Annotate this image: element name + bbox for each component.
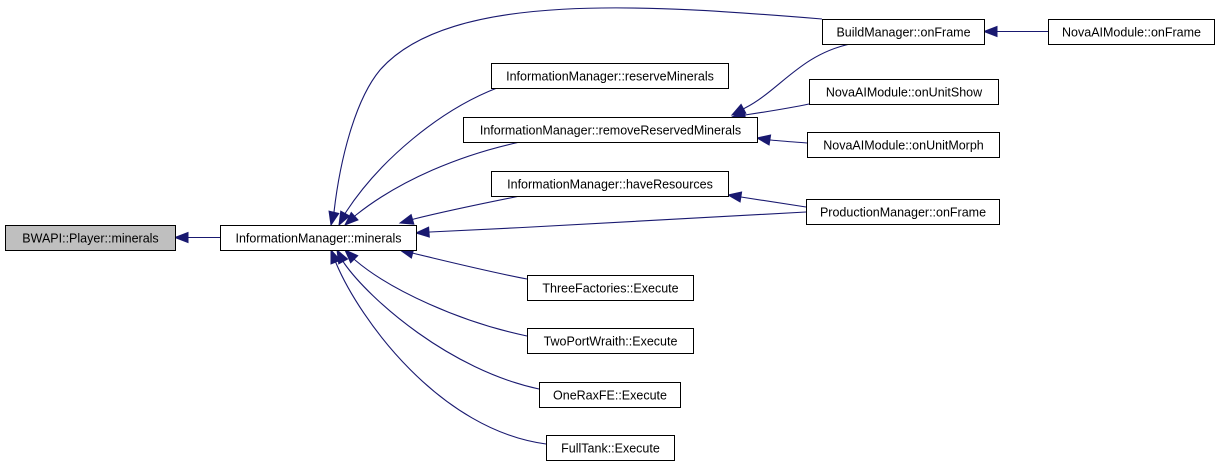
edge-im_have-to-im_minerals	[398, 195, 521, 225]
edge-line	[354, 259, 528, 337]
edge-nova_unitmorph-to-im_remove	[755, 134, 808, 146]
node-im-have[interactable]: InformationManager::haveResources	[491, 171, 729, 197]
node-label[interactable]: NovaAIModule::onUnitShow	[826, 86, 983, 100]
node-box[interactable]	[527, 328, 694, 354]
edge-line	[413, 195, 521, 220]
node-box[interactable]	[822, 19, 985, 45]
node-three-fact[interactable]: ThreeFactories::Execute	[527, 275, 694, 301]
edge-one_rax-to-im_minerals	[336, 248, 540, 390]
edge-im_reserve-to-im_minerals	[338, 87, 498, 227]
node-box[interactable]	[220, 225, 417, 251]
node-box[interactable]	[546, 435, 675, 461]
node-box[interactable]	[1048, 19, 1215, 45]
node-label[interactable]: InformationManager::removeReservedMinera…	[480, 124, 741, 138]
arrowhead-icon	[398, 213, 415, 225]
edge-line	[333, 7, 823, 213]
edge-im_remove-to-im_minerals	[343, 141, 521, 226]
edge-nova_onframe-to-build_onframe	[982, 25, 1048, 38]
node-label[interactable]: ProductionManager::onFrame	[820, 206, 986, 220]
arrowhead-icon	[755, 134, 772, 146]
node-box[interactable]	[527, 275, 694, 301]
edge-line-end	[344, 211, 347, 214]
edge-prod_onframe-to-im_have	[726, 191, 807, 208]
node-im-minerals[interactable]: InformationManager::minerals	[220, 225, 417, 251]
edge-line-end	[353, 258, 356, 261]
edge-line	[343, 262, 540, 390]
edge-line	[345, 87, 498, 213]
node-box[interactable]	[807, 132, 1000, 158]
node-box[interactable]	[5, 225, 176, 251]
node-full-tank[interactable]: FullTank::Execute	[546, 435, 675, 461]
edge-build_onframe-to-im_minerals	[328, 7, 823, 227]
edge-line	[335, 262, 547, 445]
node-two-port[interactable]: TwoPortWraith::Execute	[527, 328, 694, 354]
node-label[interactable]: BuildManager::onFrame	[836, 26, 970, 40]
node-build-onframe[interactable]: BuildManager::onFrame	[822, 19, 985, 45]
arrowhead-icon	[414, 226, 430, 238]
node-nova-onframe[interactable]: NovaAIModule::onFrame	[1048, 19, 1215, 45]
node-label[interactable]: InformationManager::reserveMinerals	[506, 70, 714, 84]
arrowhead-icon	[328, 210, 340, 227]
edge-line	[769, 139, 808, 144]
arrowhead-icon	[173, 231, 189, 244]
arrowhead-icon	[982, 25, 998, 38]
node-im-remove[interactable]: InformationManager::removeReservedMinera…	[463, 117, 758, 143]
node-prod-onframe[interactable]: ProductionManager::onFrame	[806, 199, 1000, 225]
node-label[interactable]: TwoPortWraith::Execute	[544, 335, 678, 349]
edge-two_port-to-im_minerals	[344, 249, 528, 337]
node-label[interactable]: NovaAIModule::onFrame	[1062, 26, 1201, 40]
arrowhead-icon	[726, 191, 743, 203]
node-label[interactable]: InformationManager::minerals	[235, 232, 401, 246]
node-label[interactable]: OneRaxFE::Execute	[553, 389, 667, 403]
edge-line	[744, 43, 851, 109]
node-box[interactable]	[491, 171, 729, 197]
node-box[interactable]	[463, 117, 758, 143]
edge-three_fact-to-im_minerals	[398, 247, 528, 280]
node-label[interactable]: BWAPI::Player::minerals	[22, 232, 158, 246]
edge-full_tank-to-im_minerals	[330, 248, 547, 445]
arrowhead-icon	[343, 211, 359, 226]
node-bwapi-minerals[interactable]: BWAPI::Player::minerals	[5, 225, 176, 251]
node-one-rax[interactable]: OneRaxFE::Execute	[539, 382, 681, 408]
node-box[interactable]	[491, 63, 729, 89]
node-nova-unitshow[interactable]: NovaAIModule::onUnitShow	[809, 79, 999, 105]
node-box[interactable]	[809, 79, 999, 105]
node-im-reserve[interactable]: InformationManager::reserveMinerals	[491, 63, 729, 89]
edge-line	[355, 141, 521, 216]
node-nova-unitmorph[interactable]: NovaAIModule::onUnitMorph	[807, 132, 1000, 158]
node-label[interactable]: ThreeFactories::Execute	[542, 282, 678, 296]
node-box[interactable]	[539, 382, 681, 408]
edge-prod_onframe-to-im_minerals	[414, 211, 807, 238]
edge-line-end	[743, 107, 746, 110]
edge-im_minerals-to-bwapi_minerals	[173, 231, 220, 244]
edge-line-end	[342, 261, 345, 264]
node-label[interactable]: FullTank::Execute	[561, 442, 660, 456]
edge-line	[411, 252, 528, 280]
edge-line	[429, 211, 807, 233]
node-box[interactable]	[806, 199, 1000, 225]
edge-line	[740, 196, 807, 208]
node-label[interactable]: InformationManager::haveResources	[507, 178, 713, 192]
edge-line-end	[354, 214, 357, 217]
edge-line	[744, 103, 810, 116]
node-label[interactable]: NovaAIModule::onUnitMorph	[823, 139, 984, 153]
